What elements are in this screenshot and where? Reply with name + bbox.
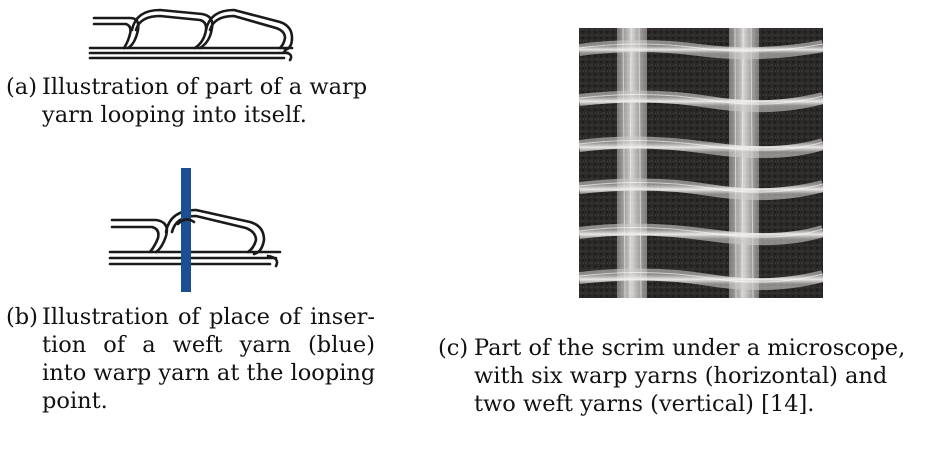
caption-c-line-3: two weft yarns (vertical) [14]. <box>474 390 905 418</box>
caption-c: (c) Part of the scrim under a microscope… <box>438 334 947 424</box>
caption-b-line-2: tion of a weft yarn (blue) <box>42 331 375 359</box>
caption-b: (b) Illustration of place of inser- tion… <box>6 303 406 453</box>
caption-a-label: (a) <box>6 73 37 101</box>
caption-a-line-1: Illustration of part of a warp <box>42 73 367 101</box>
caption-a: (a) Illustration of part of a warp yarn … <box>6 73 406 133</box>
caption-c-line-1: Part of the scrim under a microscope, <box>474 334 905 362</box>
caption-b-label: (b) <box>6 303 38 331</box>
caption-b-line-3: into warp yarn at the looping <box>42 359 375 387</box>
caption-b-line-1: Illustration of place of inser- <box>42 303 375 331</box>
scrim-microscope-photo <box>579 28 823 298</box>
caption-a-line-2: yarn looping into itself. <box>42 101 367 129</box>
caption-c-label: (c) <box>438 334 468 362</box>
warp-loop-illustration <box>80 0 310 70</box>
caption-c-line-2: with six warp yarns (horizontal) and <box>474 362 905 390</box>
weft-insertion-illustration <box>100 166 300 292</box>
caption-b-line-4: point. <box>42 387 375 415</box>
weft-yarn-bar <box>181 168 191 292</box>
